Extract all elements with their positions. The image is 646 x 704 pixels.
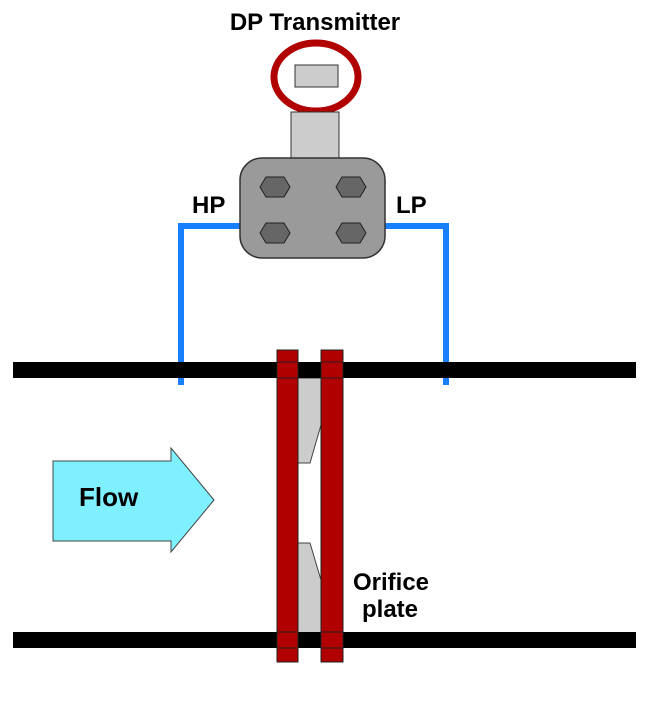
flange-top-left — [276, 361, 299, 379]
display-window — [294, 64, 339, 88]
lp-impulse-line — [384, 223, 449, 385]
bolt-icon — [335, 222, 367, 244]
transmitter-body — [239, 157, 386, 259]
orifice-bore-lower — [297, 542, 322, 636]
flange-top-right — [320, 361, 344, 379]
flange-bottom-right — [320, 631, 344, 649]
orifice-plate-downstream — [320, 349, 344, 663]
hp-impulse-line — [178, 223, 242, 385]
transmitter-title: DP Transmitter — [230, 9, 400, 36]
flange-bottom-left — [276, 631, 299, 649]
highlight-ring — [270, 39, 362, 115]
bolt-icon — [335, 176, 367, 198]
transmitter-neck — [290, 111, 340, 161]
orifice-label-line1: Orifice — [353, 569, 429, 596]
bolt-icon — [259, 176, 291, 198]
orifice-bore-upper — [297, 377, 322, 464]
flow-label: Flow — [79, 482, 139, 512]
flow-arrow-icon — [52, 446, 215, 554]
hp-label: HP — [192, 192, 225, 219]
orifice-label-line2: plate — [362, 596, 418, 623]
bolt-icon — [259, 222, 291, 244]
orifice-plate-upstream — [276, 349, 299, 663]
lp-label: LP — [396, 192, 427, 219]
